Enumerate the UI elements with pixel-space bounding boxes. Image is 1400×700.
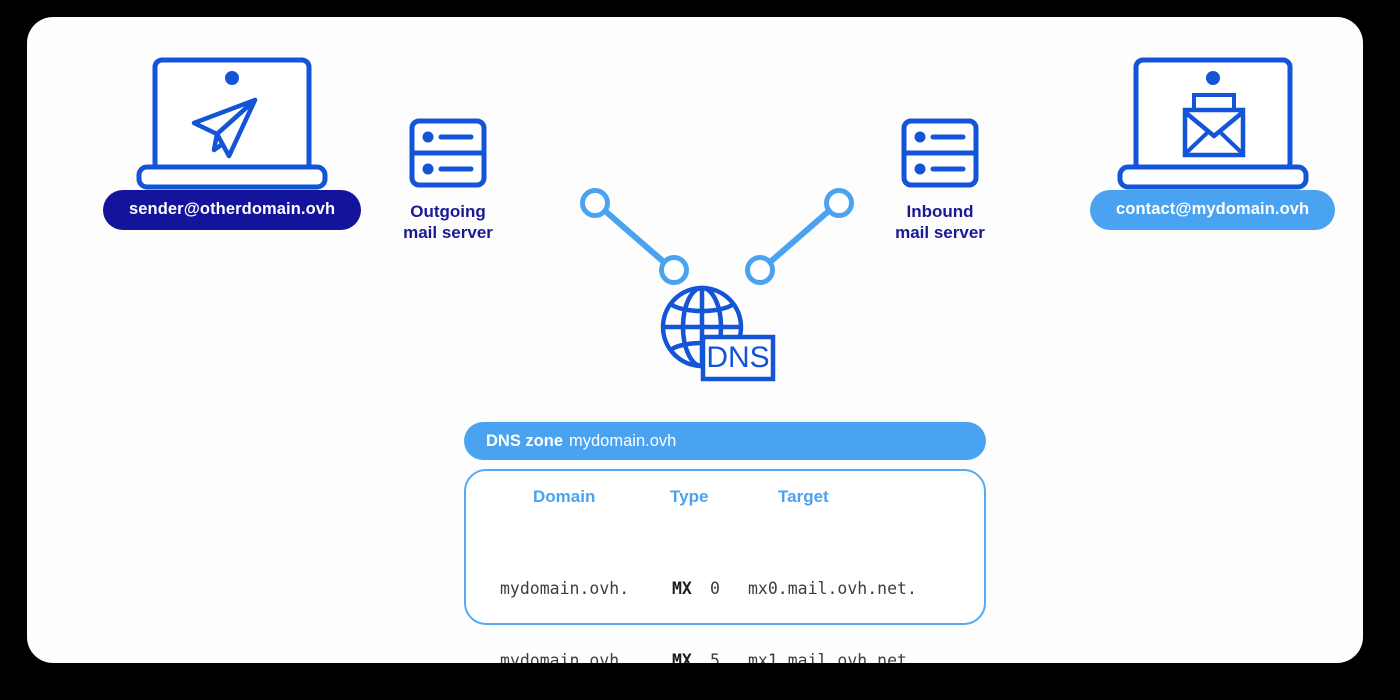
recipient-email-badge[interactable]: contact@mydomain.ovh bbox=[1090, 190, 1336, 230]
cell-target: mx1.mail.ovh.net. bbox=[748, 651, 917, 663]
network-node-left-lower bbox=[659, 255, 689, 285]
cell-target: mx0.mail.ovh.net. bbox=[748, 579, 917, 598]
column-header-domain: Domain bbox=[533, 487, 596, 506]
recipient-endpoint: contact@mydomain.ovh bbox=[1090, 55, 1336, 230]
table-row: mydomain.ovh. MX 0 mx0.mail.ovh.net. bbox=[500, 577, 978, 601]
laptop-with-paper-plane-icon bbox=[132, 55, 332, 190]
globe-dns-icon: DNS bbox=[655, 275, 785, 400]
cell-domain: mydomain.ovh. bbox=[500, 651, 630, 663]
cell-type: MX bbox=[672, 651, 692, 663]
cell-priority: 0 bbox=[710, 579, 720, 598]
column-header-target: Target bbox=[778, 487, 829, 506]
dns-records-table: Domain Type Target mydomain.ovh. MX 0 mx… bbox=[464, 469, 986, 663]
sender-email-badge[interactable]: sender@otherdomain.ovh bbox=[103, 190, 362, 230]
cell-priority: 5 bbox=[710, 651, 720, 663]
inbound-mail-server: Inbound mail server bbox=[850, 117, 1030, 244]
table-header-row: Domain Type Target bbox=[466, 487, 984, 511]
table-body: mydomain.ovh. MX 0 mx0.mail.ovh.net. myd… bbox=[500, 529, 978, 663]
server-rack-icon bbox=[900, 117, 980, 189]
cell-domain: mydomain.ovh. bbox=[500, 579, 630, 598]
table-row: mydomain.ovh. MX 5 mx1.mail.ovh.net. bbox=[500, 649, 978, 663]
diagram-card: sender@otherdomain.ovh Outgoing mail ser… bbox=[27, 17, 1363, 663]
outgoing-mail-server: Outgoing mail server bbox=[358, 117, 538, 244]
network-node-right-upper bbox=[824, 188, 854, 218]
network-links bbox=[540, 167, 890, 297]
dns-zone-header: DNS zone mydomain.ovh bbox=[464, 422, 986, 460]
cell-type: MX bbox=[672, 579, 692, 598]
sender-endpoint: sender@otherdomain.ovh bbox=[103, 55, 362, 230]
dns-badge-text: DNS bbox=[706, 341, 769, 374]
outgoing-mail-server-label: Outgoing mail server bbox=[403, 202, 493, 243]
network-node-right-lower bbox=[745, 255, 775, 285]
column-header-type: Type bbox=[670, 487, 709, 506]
dns-zone-title: DNS zone bbox=[486, 431, 564, 450]
dns-zone-domain: mydomain.ovh bbox=[569, 431, 677, 450]
inbound-mail-server-label: Inbound mail server bbox=[895, 202, 985, 243]
network-node-left-upper bbox=[580, 188, 610, 218]
server-rack-icon bbox=[408, 117, 488, 189]
laptop-with-envelope-icon bbox=[1113, 55, 1313, 190]
